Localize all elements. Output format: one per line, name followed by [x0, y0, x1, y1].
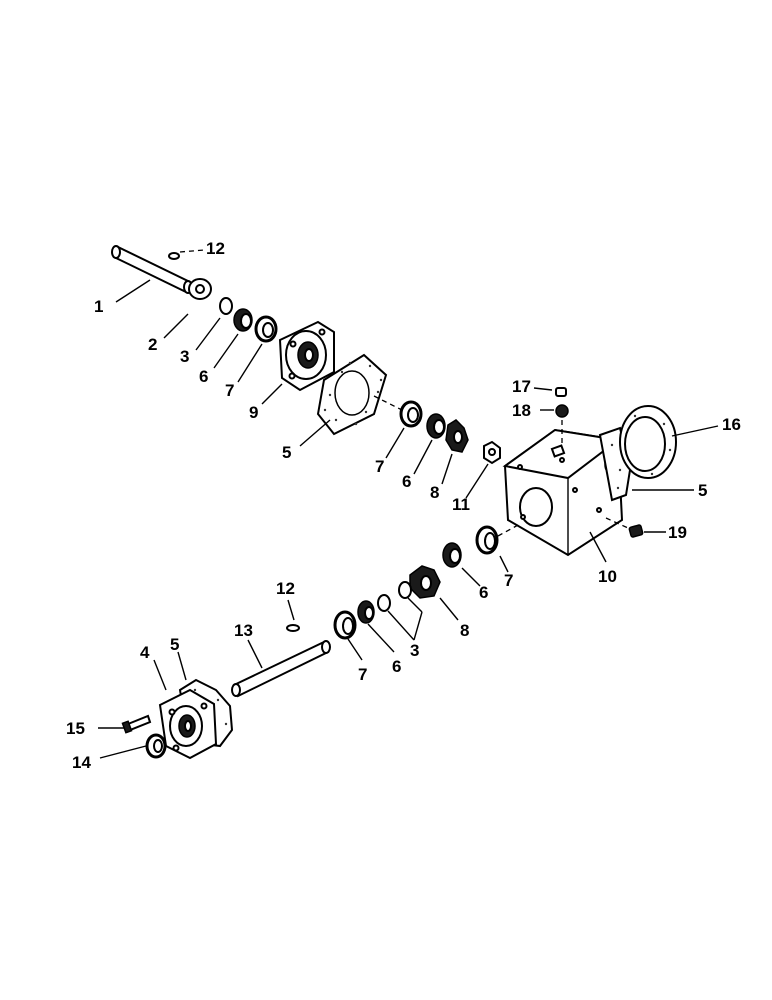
- bearing-cup-middle: [399, 400, 423, 428]
- output-shaft: [231, 640, 331, 698]
- callout-12-upper: 12: [206, 239, 225, 258]
- flange-housing: [278, 320, 335, 392]
- bevel-gear-lower: [409, 565, 441, 599]
- callout-5-lower: 5: [170, 635, 179, 654]
- snap-ring-lower-a: [398, 581, 412, 599]
- bearing-cup-upper: [254, 315, 278, 343]
- callout-3-upper: 3: [180, 347, 189, 366]
- callout-7-upper: 7: [225, 381, 234, 400]
- end-cover: [619, 405, 677, 479]
- bevel-gear-upper: [445, 419, 469, 453]
- leader-lines: [98, 249, 719, 759]
- bearing-cone-middle: [426, 413, 446, 439]
- oil-seal: [145, 733, 167, 759]
- bearing-cone-upper: [233, 308, 253, 332]
- callout-11: 11: [452, 495, 470, 514]
- key-lower: [286, 624, 300, 632]
- drain-plug: [628, 524, 644, 538]
- breather-fitting: [555, 404, 569, 418]
- washer: [188, 278, 212, 300]
- callout-7-lower-left: 7: [358, 665, 367, 684]
- callout-19: 19: [668, 523, 687, 542]
- callout-6-middle: 6: [402, 472, 411, 491]
- callout-17: 17: [512, 377, 531, 396]
- bearing-cup-lower-left: [333, 610, 357, 640]
- callout-2: 2: [148, 335, 157, 354]
- callout-6-lower-right: 6: [479, 583, 488, 602]
- bolt: [121, 714, 152, 734]
- input-shaft: [111, 245, 193, 294]
- gearbox-housing: [502, 428, 624, 557]
- snap-ring-upper: [219, 297, 233, 315]
- bearing-cup-lower-right: [475, 525, 499, 555]
- callout-10: 10: [598, 567, 617, 586]
- vent-plug: [555, 387, 567, 397]
- callout-14: 14: [72, 753, 91, 772]
- gasket-upper: [316, 353, 388, 436]
- callout-1: 1: [94, 297, 103, 316]
- callout-4: 4: [140, 643, 150, 662]
- callout-labels: 12 1 2 3 6 7 9 5 7 6 8 11 17 18 16 5 19 …: [66, 239, 741, 772]
- callout-6-upper: 6: [199, 367, 208, 386]
- lower-flange-housing: [158, 688, 218, 760]
- callout-7-middle: 7: [375, 457, 384, 476]
- callout-3-lower: 3: [410, 641, 419, 660]
- callout-12-lower: 12: [276, 579, 295, 598]
- callout-7-lower-right: 7: [504, 571, 513, 590]
- callout-8-lower: 8: [460, 621, 469, 640]
- callout-6-lower-left: 6: [392, 657, 401, 676]
- snap-ring-lower-b: [377, 594, 391, 612]
- callout-8-upper: 8: [430, 483, 439, 502]
- callout-13: 13: [234, 621, 253, 640]
- callout-9: 9: [249, 403, 258, 422]
- bearing-cone-lower-left: [357, 600, 375, 624]
- callout-16: 16: [722, 415, 741, 434]
- bearing-cone-lower-right: [442, 542, 462, 568]
- callout-15: 15: [66, 719, 85, 738]
- key-upper: [168, 252, 180, 260]
- callout-5-right: 5: [698, 481, 707, 500]
- callout-5-upper: 5: [282, 443, 291, 462]
- callout-18: 18: [512, 401, 531, 420]
- hex-nut: [483, 440, 501, 465]
